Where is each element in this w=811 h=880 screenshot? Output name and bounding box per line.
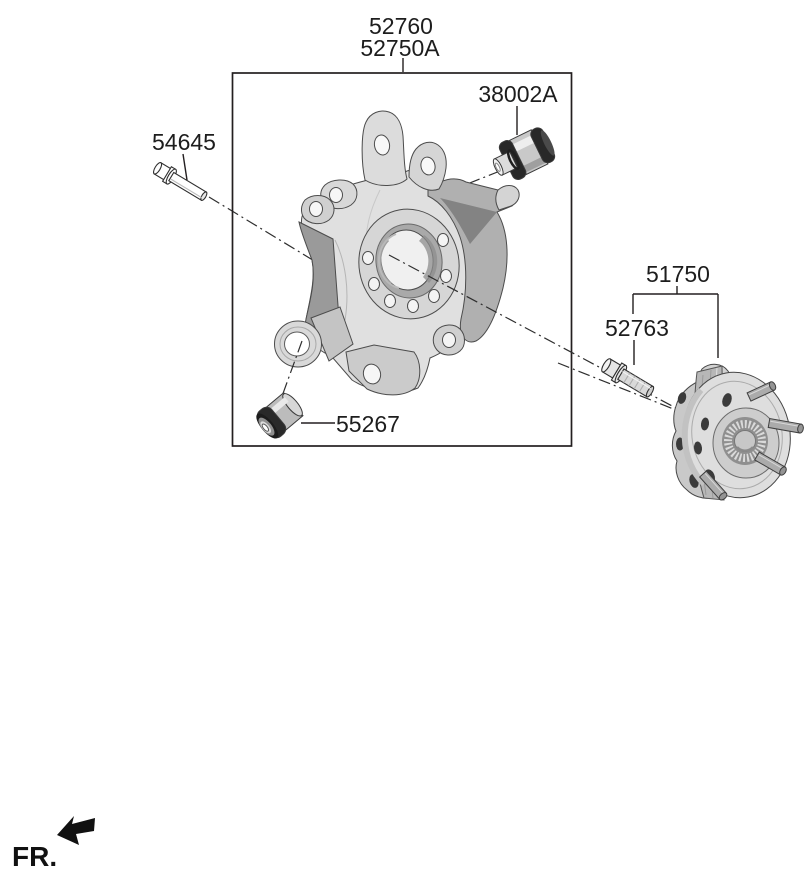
bushing-shade [522,155,548,173]
lower-bushing-hole [261,423,270,432]
front-direction-marker: FR. [12,816,95,872]
bore-bolt-holes [362,233,452,313]
hub-bolt-ribs [623,372,646,393]
part-label-55267[interactable]: 55267 [336,411,400,437]
bushing-end-cap [540,130,555,156]
wheel-stud-lower-right [754,451,787,476]
wheel-stud-top [746,381,777,402]
bearing-seat-band2 [377,233,400,289]
lower-bushing-illustration [256,391,304,439]
hub-illustration [671,363,804,501]
part-label-52760[interactable]: 52760 [369,13,433,39]
bolt-tip [200,191,208,201]
hub-bore-shadow [736,446,754,452]
knuckle-assembly-box [231,72,573,447]
upper-left-ear-hole [329,187,343,203]
second-prong-hole [420,156,436,176]
part-label-52763[interactable]: 52763 [605,315,669,341]
knuckle-arm-tip-ear [495,185,520,211]
bolt-52763-illustration [601,358,655,398]
hub-bolt-tip [645,385,655,398]
bushing-ring-face [279,326,317,362]
part-label-54645[interactable]: 54645 [152,129,216,155]
knuckle-foot [345,344,421,396]
axis-lines-front [280,254,690,416]
upper-bushing-illustration [492,127,556,180]
bushing-ring-hole [284,331,310,357]
top-prong-hole [373,134,391,156]
axis-lines-back [208,170,501,263]
bolt-shaft [168,171,208,202]
bore-shadow [419,235,438,283]
bushing-sleeve-hole [494,162,501,172]
knuckle-wing-web [440,198,497,244]
wheel-studs [698,381,804,501]
hub-axis-line [388,254,690,416]
bolt-54645-axis-line [208,196,317,263]
hub-splines [724,420,766,462]
knuckle-illustration [274,110,520,396]
hub-bolt-highlight [622,371,651,390]
wheel-stud-bottom [698,470,728,501]
lower-bushing-highlight [269,397,289,415]
lower-bushing-axis-line [280,340,303,400]
part-label-52750A[interactable]: 52750A [360,35,440,61]
knuckle-ring-arm [310,306,354,362]
front-direction-arrow-icon [57,816,95,845]
lower-left-ear-hole [309,201,323,217]
bottom-right-ear-hole [442,332,456,348]
bolt-head-cap [152,162,163,175]
knuckle-contour-line [334,239,348,321]
wheel-stud-right [767,417,804,434]
hub-bolt-axis-line [557,362,677,411]
bolt-54645-illustration [152,162,208,202]
upper-bushing-axis-line [451,170,501,191]
leader-mount-bolt [182,153,188,181]
callout-labels: 52760 52750A 38002A 54645 55267 51750 52… [152,13,710,437]
bushing-sleeve-collar [506,149,521,170]
part-label-38002A[interactable]: 38002A [478,81,558,107]
hub-flange-shade [681,388,707,487]
callout-leaders [182,58,719,424]
front-marker-label: FR. [12,841,57,872]
leader-hub-bracket [632,286,719,365]
lower-bushing-cap [282,393,303,417]
foot-hole [362,363,382,385]
bolt-shaft-shade [170,178,203,199]
bushing-highlight [511,134,537,152]
part-label-51750[interactable]: 51750 [646,261,710,287]
hub-bolt-head-cap [601,358,612,373]
